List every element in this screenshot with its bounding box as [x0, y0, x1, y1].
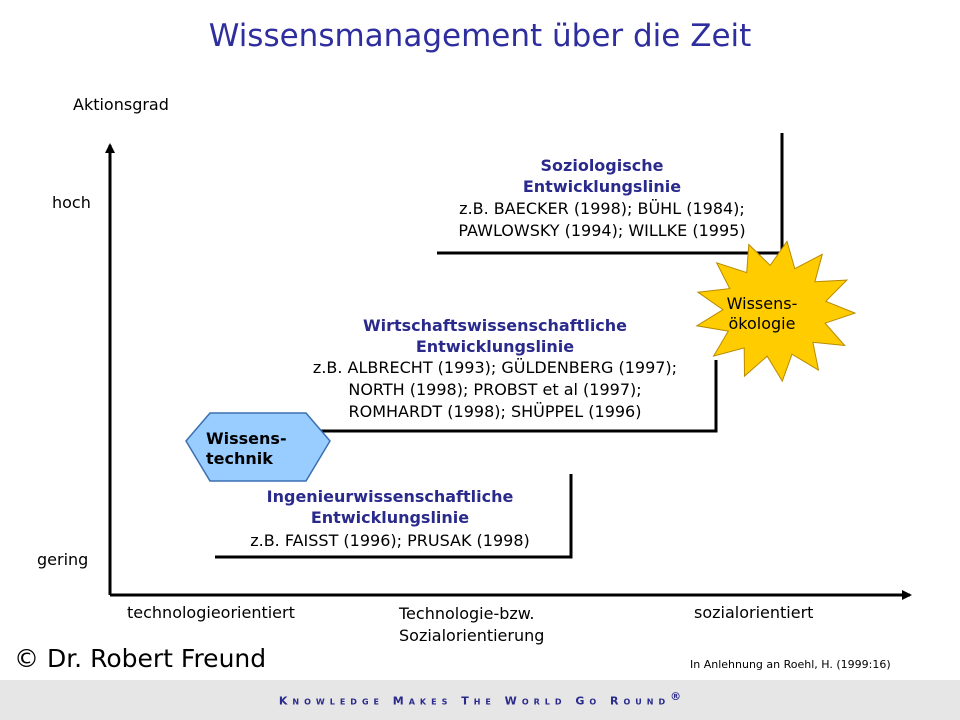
page-title: Wissensmanagement über die Zeit — [208, 18, 752, 54]
wirtschaft-line — [305, 360, 718, 433]
wirtschaft-title-2: Entwicklungslinie — [415, 337, 575, 356]
diagram-canvas — [105, 133, 912, 600]
wissenstechnik-label: Wissens- technik — [206, 429, 287, 469]
wirtschaft-refs-2: NORTH (1998); PROBST et al (1997); — [348, 380, 642, 399]
wirtschaft-block: Wirtschaftswissenschaftliche Entwicklung… — [270, 315, 720, 423]
x-left-label: technologieorientiert — [127, 603, 295, 622]
wissensoekologie-label: Wissens- ökologie — [722, 294, 802, 334]
source-note: In Anlehnung an Roehl, H. (1999:16) — [690, 658, 891, 671]
wirtschaft-refs-1: z.B. ALBRECHT (1993); GÜLDENBERG (1997); — [312, 358, 678, 377]
wirtschaft-refs-3: ROMHARDT (1998); SHÜPPEL (1996) — [348, 402, 642, 421]
y-low-label: gering — [37, 550, 89, 569]
wissenstechnik-label-1: Wissens- — [206, 429, 287, 448]
footer-slogan-text: Knowledge Makes The World Go Round — [278, 694, 671, 708]
wissensoekologie-label-2: ökologie — [728, 314, 796, 333]
sozio-block: Soziologische Entwicklungslinie z.B. BAE… — [421, 155, 783, 242]
x-mid-label: Technologie-bzw. Sozialorientierung — [399, 603, 544, 647]
wissenstechnik-label-2: technik — [206, 449, 273, 468]
y-high-label: hoch — [52, 193, 91, 212]
copyright-text: © Dr. Robert Freund — [14, 644, 267, 673]
wissenstechnik-shape — [185, 412, 331, 482]
wissensoekologie-label-1: Wissens- — [726, 294, 798, 313]
y-axis-label: Aktionsgrad — [73, 95, 169, 114]
x-mid-label-line1: Technologie-bzw. — [399, 604, 535, 623]
wissensoekologie-shape — [695, 240, 857, 383]
sozio-refs-1: z.B. BAECKER (1998); BÜHL (1984); — [459, 199, 745, 218]
x-right-label: sozialorientiert — [694, 603, 814, 622]
wirtschaft-title-1: Wirtschaftswissenschaftliche — [362, 316, 628, 335]
sozio-title-2: Entwicklungslinie — [522, 177, 682, 196]
ingenieur-line — [215, 474, 573, 559]
sozio-refs-2: PAWLOWSKY (1994); WILLKE (1995) — [458, 221, 746, 240]
ingenieur-title-1: Ingenieurwissenschaftliche — [266, 487, 514, 506]
footer-band — [0, 680, 960, 720]
x-mid-label-line2: Sozialorientierung — [399, 626, 545, 645]
sozio-title-1: Soziologische — [540, 156, 664, 175]
registered-mark: ® — [670, 690, 682, 703]
footer-slogan: Knowledge Makes The World Go Round® — [0, 690, 960, 708]
ingenieur-block: Ingenieurwissenschaftliche Entwicklungsl… — [212, 486, 568, 552]
ingenieur-refs-1: z.B. FAISST (1996); PRUSAK (1998) — [250, 531, 530, 550]
ingenieur-title-2: Entwicklungslinie — [310, 508, 470, 527]
